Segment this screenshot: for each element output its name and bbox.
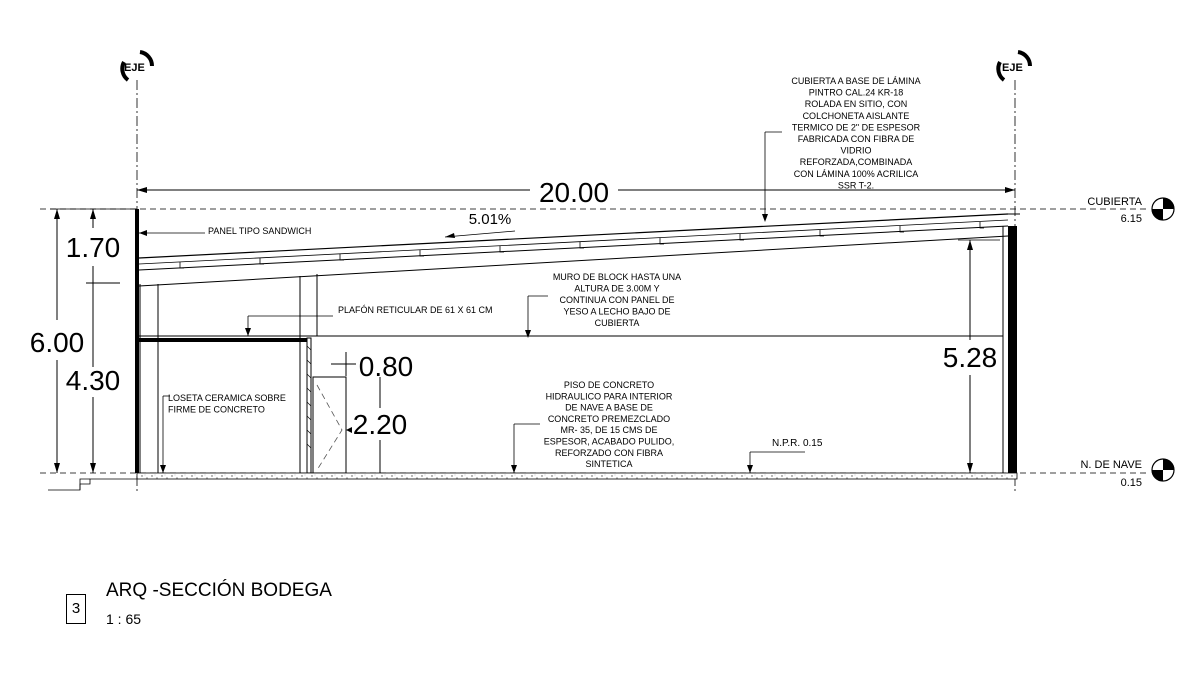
note-panel-text: PANEL TIPO SANDWICH bbox=[208, 226, 311, 236]
note-muro-line: CUBIERTA bbox=[595, 318, 640, 328]
note-muro-line: MURO DE BLOCK HASTA UNA bbox=[553, 272, 681, 282]
caption-number: 3 bbox=[66, 594, 86, 624]
cubierta-level-label: CUBIERTA bbox=[1087, 196, 1142, 208]
axis-label-right: EJE bbox=[1002, 62, 1023, 74]
interior-room bbox=[139, 274, 318, 474]
note-loseta: LOSETA CERAMICA SOBRE FIRME DE CONCRETO bbox=[160, 393, 286, 473]
note-muro: MURO DE BLOCK HASTA UNA ALTURA DE 3.00M Y… bbox=[525, 272, 681, 338]
npr-marker: N.P.R. 0.15 bbox=[747, 438, 823, 473]
right-height-text: 5.28 bbox=[943, 342, 998, 373]
note-plafon: PLAFÓN RETICULAR DE 61 X 61 CM bbox=[245, 305, 493, 336]
note-muro-line: CONTINUA CON PANEL DE bbox=[559, 295, 674, 305]
note-cubierta-line: SSR T-2. bbox=[838, 180, 874, 190]
cubierta-level-marker: CUBIERTA 6.15 bbox=[1087, 196, 1175, 225]
total-height-text: 6.00 bbox=[30, 327, 85, 358]
axis-label-left: EJE bbox=[124, 62, 145, 74]
door-height-dimension: 2.20 bbox=[346, 377, 407, 473]
axis-marker-right: EJE bbox=[996, 50, 1033, 82]
note-piso-line: REFORZADO CON FIBRA bbox=[555, 448, 663, 458]
cubierta-level-value: 6.15 bbox=[1121, 213, 1142, 225]
span-dimension-text: 20.00 bbox=[539, 177, 609, 208]
note-cubierta-line: VIDRIO bbox=[840, 146, 871, 156]
note-loseta-line: FIRME DE CONCRETO bbox=[168, 405, 265, 415]
npr-text: N.P.R. 0.15 bbox=[772, 438, 823, 449]
note-cubierta-line: COLCHONETA AISLANTE bbox=[803, 111, 910, 121]
nave-level-value: 0.15 bbox=[1121, 477, 1142, 489]
total-height-dimension: 6.00 bbox=[30, 209, 85, 473]
door-width-dimension: 0.80 bbox=[331, 351, 413, 382]
upper-height-text: 1.70 bbox=[66, 232, 121, 263]
floor-slab bbox=[136, 472, 1018, 480]
note-muro-line: YESO A LECHO BAJO DE bbox=[563, 307, 670, 317]
note-cubierta: CUBIERTA A BASE DE LÁMINA PINTRO CAL.24 K… bbox=[762, 76, 921, 222]
roof-structure bbox=[138, 213, 1020, 287]
note-loseta-line: LOSETA CERAMICA SOBRE bbox=[168, 393, 286, 403]
slope-annotation: 5.01% bbox=[444, 211, 516, 238]
exterior-steps bbox=[48, 478, 137, 491]
note-piso-line: PISO DE CONCRETO bbox=[564, 380, 654, 390]
note-plafon-text: PLAFÓN RETICULAR DE 61 X 61 CM bbox=[338, 305, 493, 315]
note-cubierta-line: CON LÁMINA 100% ACRILICA bbox=[794, 169, 919, 179]
note-piso-line: ESPESOR, ACABADO PULIDO, bbox=[544, 437, 675, 447]
upper-height-dimension: 1.70 4.30 bbox=[66, 209, 121, 473]
right-height-dimension: 5.28 bbox=[943, 239, 1000, 473]
note-piso-line: HIDRAULICO PARA INTERIOR bbox=[546, 391, 673, 401]
caption-title: ARQ -SECCIÓN BODEGA bbox=[106, 580, 332, 601]
left-wall bbox=[135, 209, 139, 473]
note-piso-line: CONCRETO PREMEZCLADO bbox=[548, 414, 670, 424]
slope-text: 5.01% bbox=[469, 211, 512, 228]
nave-level-label: N. DE NAVE bbox=[1080, 459, 1142, 471]
door bbox=[312, 376, 347, 474]
note-cubierta-line: PINTRO CAL.24 KR-18 bbox=[809, 88, 904, 98]
note-panel: PANEL TIPO SANDWICH bbox=[139, 226, 311, 236]
note-piso-line: DE NAVE A BASE DE bbox=[565, 403, 653, 413]
note-cubierta-line: TERMICO DE 2" DE ESPESOR bbox=[792, 122, 921, 132]
note-cubierta-line: REFORZADA,COMBINADA bbox=[800, 157, 913, 167]
lower-height-text: 4.30 bbox=[66, 365, 121, 396]
note-muro-line: ALTURA DE 3.00M Y bbox=[574, 284, 659, 294]
span-dimension: 20.00 bbox=[137, 177, 1015, 208]
nave-level-marker: N. DE NAVE 0.15 bbox=[1080, 458, 1175, 489]
note-cubierta-line: CUBIERTA A BASE DE LÁMINA bbox=[791, 76, 920, 86]
note-piso-line: SINTETICA bbox=[585, 459, 632, 469]
note-piso-line: MR- 35, DE 15 CMS DE bbox=[560, 425, 657, 435]
axis-marker-left: EJE bbox=[120, 50, 155, 82]
door-width-text: 0.80 bbox=[359, 351, 414, 382]
door-height-text: 2.20 bbox=[353, 409, 408, 440]
drawing-caption: 3 ARQ -SECCIÓN BODEGA 1 : 65 bbox=[66, 580, 366, 630]
caption-scale: 1 : 65 bbox=[106, 611, 142, 627]
right-wall bbox=[1008, 226, 1017, 473]
note-cubierta-line: ROLADA EN SITIO, CON bbox=[805, 99, 908, 109]
note-cubierta-line: FABRICADA CON FIBRA DE bbox=[798, 134, 915, 144]
